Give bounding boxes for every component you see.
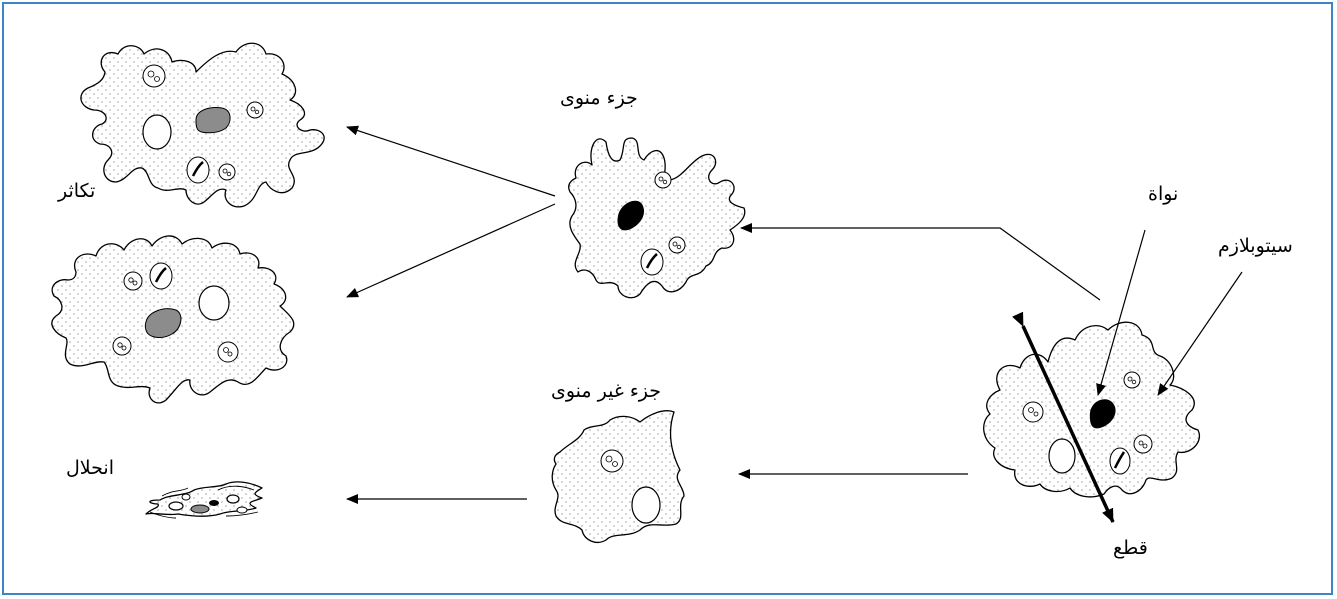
label-reproduction: تكاثر: [58, 180, 96, 202]
nucleus-pointer: [1096, 229, 1146, 396]
arrow-to-daughter-1: [346, 125, 556, 197]
degenerating-fragment: [145, 481, 263, 519]
label-nucleate-part: جزء منوى: [560, 87, 638, 109]
anucleate-fragment: [551, 410, 685, 544]
label-cytoplasm: سيتوبلازم: [1218, 235, 1293, 257]
nucleate-fragment: [568, 137, 746, 299]
nucleus: [195, 107, 231, 134]
arrow-to-nucleate-part: [740, 223, 1101, 301]
arrow-to-daughter-2: [346, 203, 556, 298]
daughter-amoeba-2: [51, 235, 295, 404]
label-cut: قطع: [1113, 537, 1148, 559]
label-nucleus: نواة: [1148, 183, 1179, 205]
label-anucleate-part: جزء غير منوى: [551, 380, 661, 402]
original-amoeba: [983, 321, 1201, 498]
cut-line: [1012, 311, 1115, 523]
nucleus: [617, 200, 645, 231]
nucleus: [144, 308, 182, 338]
daughter-amoeba-1: [80, 42, 325, 208]
label-degeneration: انحلال: [66, 457, 114, 479]
cytoplasm-pointer: [1157, 271, 1243, 396]
nucleus: [190, 504, 210, 514]
